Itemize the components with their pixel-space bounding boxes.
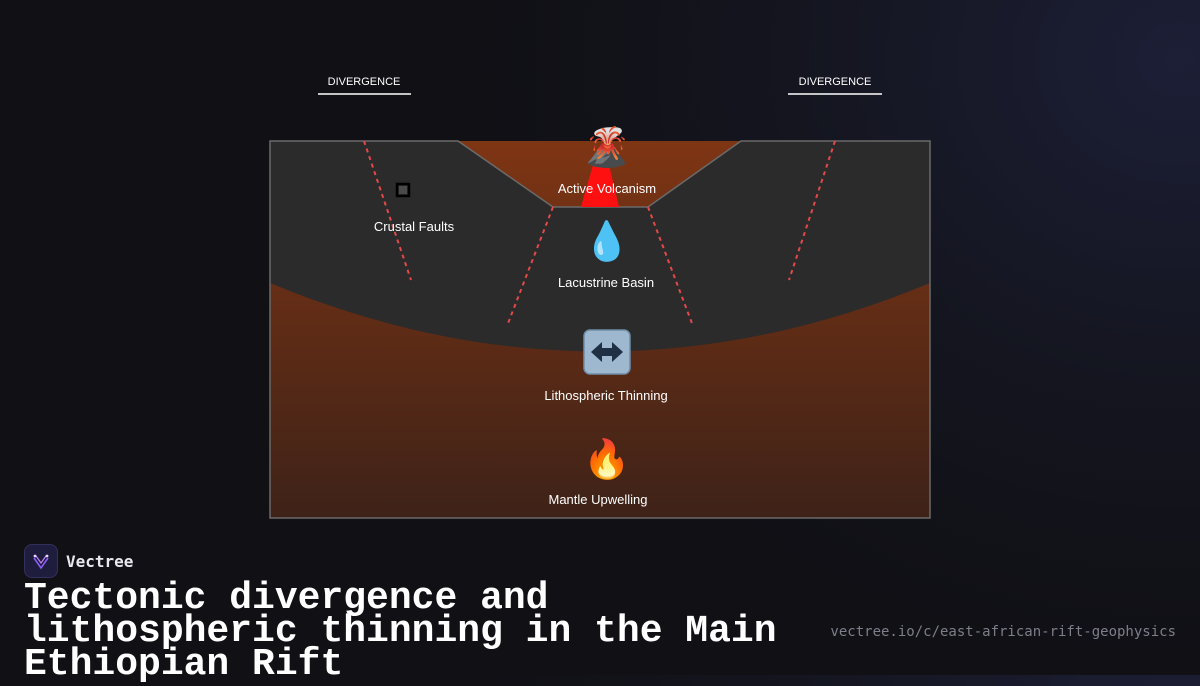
divergence-label-right: DIVERGENCE xyxy=(799,76,872,88)
rift-diagram: DIVERGENCE DIVERGENCE 🌋 💧 🔥 Active Volca… xyxy=(269,76,931,519)
brand: Vectree xyxy=(24,544,133,578)
crust-layer xyxy=(270,141,930,352)
label-active-volcanism: Active Volcanism xyxy=(558,181,656,196)
label-lithospheric-thinning: Lithospheric Thinning xyxy=(544,388,667,403)
fire-icon: 🔥 xyxy=(583,437,630,481)
water-drop-icon: 💧 xyxy=(583,219,630,263)
label-lacustrine-basin: Lacustrine Basin xyxy=(558,275,654,290)
fault-line-outer-right xyxy=(788,140,836,281)
volcano-icon: 🌋 xyxy=(583,125,630,169)
fault-lines xyxy=(363,140,836,327)
left-right-arrow-icon xyxy=(583,329,631,375)
page-title: Tectonic divergence and lithospheric thi… xyxy=(24,577,777,686)
magma-conduit xyxy=(581,165,619,207)
fault-marker-icon xyxy=(395,182,411,198)
label-mantle-upwelling: Mantle Upwelling xyxy=(549,492,648,507)
brand-name: Vectree xyxy=(66,551,134,571)
label-crustal-faults: Crustal Faults xyxy=(374,219,455,234)
fault-line-inner-left xyxy=(506,206,554,327)
divergence-label-left: DIVERGENCE xyxy=(328,76,401,88)
brand-logo-icon xyxy=(24,544,58,578)
fault-line-inner-right xyxy=(647,206,694,327)
fault-line-outer-left xyxy=(363,140,412,281)
source-url[interactable]: vectree.io/c/east-african-rift-geophysic… xyxy=(830,624,1176,640)
